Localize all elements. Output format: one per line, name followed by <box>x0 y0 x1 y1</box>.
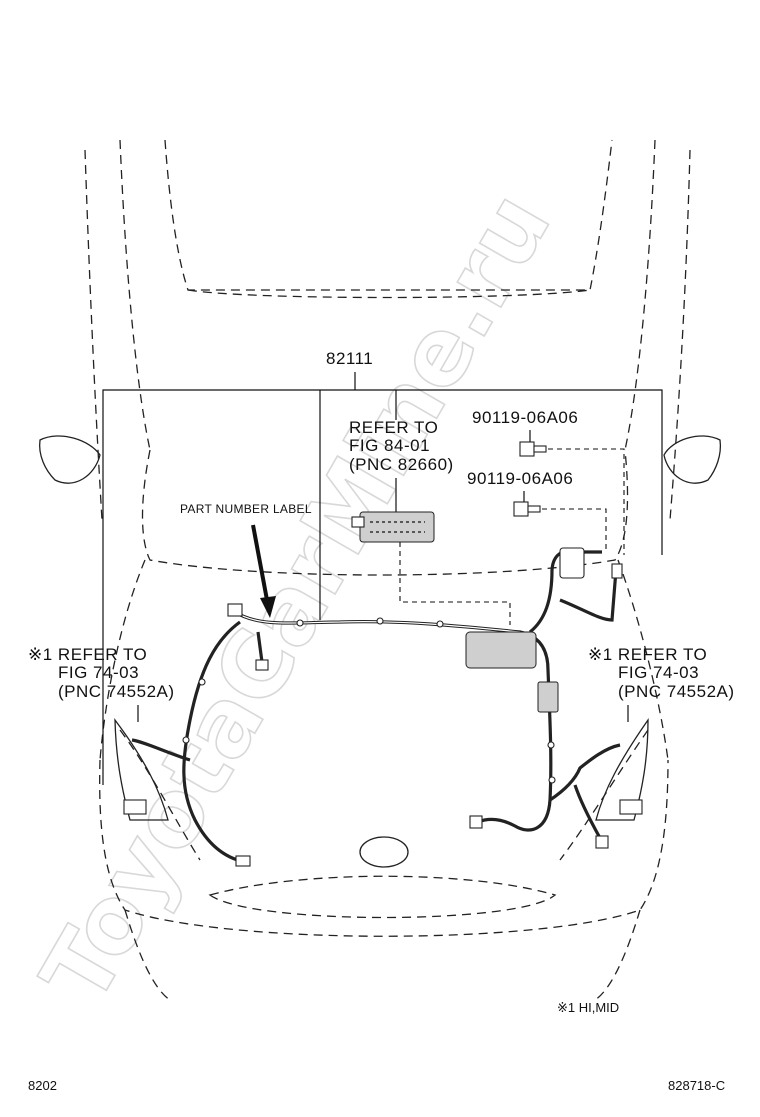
part-number-label-callout: PART NUMBER LABEL <box>180 502 312 618</box>
figure-code: 828718-C <box>668 1078 725 1093</box>
refer-right: ※1 REFER TO FIG 74-03 (PNC 74552A) <box>588 645 735 722</box>
bolt-1-part-number: 90119-06A06 <box>472 408 578 427</box>
bolt-callouts: 90119-06A06 90119-06A06 <box>467 408 625 555</box>
arrow-down-icon <box>260 596 276 618</box>
footnote: ※1 HI,MID <box>557 1000 619 1015</box>
refer-center-line2: FIG 84-01 <box>349 436 430 455</box>
refer-left-line1: ※1 REFER TO <box>28 645 147 664</box>
refer-center: REFER TO FIG 84-01 (PNC 82660) <box>349 418 511 625</box>
bolt-2-part-number: 90119-06A06 <box>467 469 573 488</box>
refer-left-line3: (PNC 74552A) <box>58 682 175 701</box>
assembly-part-number: 82111 <box>326 349 373 368</box>
bolt-2-icon <box>513 501 541 517</box>
refer-left: ※1 REFER TO FIG 74-03 (PNC 74552A) <box>28 645 175 722</box>
refer-right-line3: (PNC 74552A) <box>618 682 735 701</box>
page-number: 8202 <box>28 1078 57 1093</box>
car-outline <box>39 139 722 1001</box>
bolt-1-icon <box>519 441 547 457</box>
refer-right-line2: FIG 74-03 <box>618 663 699 682</box>
refer-center-line1: REFER TO <box>349 418 438 437</box>
refer-right-line1: ※1 REFER TO <box>588 645 707 664</box>
refer-left-line2: FIG 74-03 <box>58 663 139 682</box>
refer-center-line3: (PNC 82660) <box>349 455 454 474</box>
wire-harness <box>123 547 643 867</box>
part-number-label-text: PART NUMBER LABEL <box>180 502 312 516</box>
assembly-callout: 82111 <box>102 349 663 785</box>
watermark: ToyotaCarMine.ru <box>21 175 571 1021</box>
